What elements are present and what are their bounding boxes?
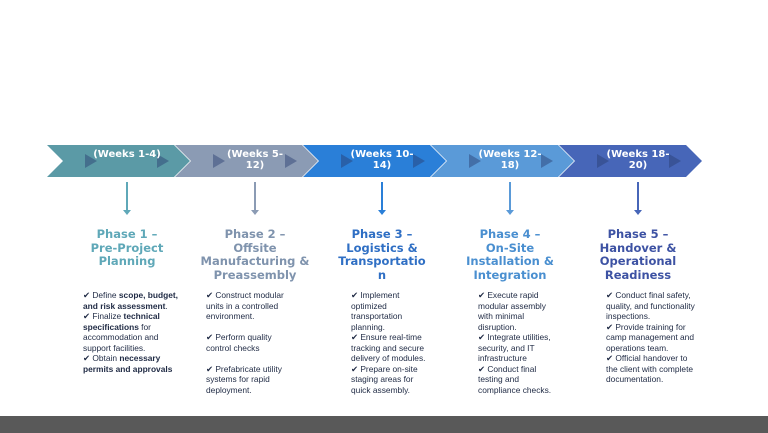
phase-2-tasks: ✔ Construct modular units in a controlle… [206,290,296,395]
phase-5-connector-arrow [634,182,642,215]
phase-1-inner-arrow-1 [85,154,97,168]
task-item: ✔ Conduct final safety, quality, and fun… [606,290,695,321]
task-item: ✔ Obtain necessary permits and approvals [83,353,173,374]
phase-1-chevron [47,145,190,177]
phase-3-weeks-label: (Weeks 10- 14) [350,149,414,171]
phase-2-title: Phase 2 – Offsite Manufacturing & Preass… [200,227,310,282]
phase-3-inner-arrow-2 [413,154,425,168]
task-item: ✔ Execute rapid modular assembly with mi… [478,290,546,332]
phase-3-chevron [303,145,446,177]
phase-2-weeks-label: (Weeks 5- 12) [226,149,283,171]
footer-bar [0,416,768,433]
phase-1-weeks-label: (Weeks 1-4) [93,149,161,160]
task-item: ✔ Finalize technical specifications for … [83,311,160,353]
phase-3-title: Phase 3 – Logistics & Transportatio n [338,227,426,282]
phase-1-connector-arrow [123,182,131,215]
phase-1-tasks: ✔ Define scope, budget, and risk assessm… [83,290,183,374]
phase-5-weeks-label: (Weeks 18- 20) [606,149,670,171]
task-item: ✔ Prepare on-site staging areas for quic… [351,363,418,395]
task-item: ✔ Construct modular units in a controlle… [206,290,284,321]
task-item: ✔ Ensure real-time tracking and secure d… [351,332,426,363]
task-item: ✔ Conduct final testing and compliance c… [478,363,552,395]
task-item: ✔ Prefabricate utility systems for rapid… [206,363,282,395]
phase-5-chevron [559,145,702,177]
phase-4-weeks-label: (Weeks 12- 18) [478,149,542,171]
phase-1-title: Phase 1 – Pre-Project Planning [90,227,164,268]
task-item: ✔ Perform quality control checks [206,332,272,353]
phase-4-inner-arrow-2 [541,154,553,168]
phase-3-tasks: ✔ Implement optimized transportation pla… [351,290,435,395]
task-item: ✔ Official handover to the client with c… [606,353,694,384]
phase-3-inner-arrow-1 [341,154,353,168]
phase-4-title: Phase 4 – On-Site Installation & Integra… [466,227,554,282]
phase-4-tasks: ✔ Execute rapid modular assembly with mi… [478,290,562,395]
phase-1-inner-arrow-2 [157,154,169,168]
task-item: ✔ Provide training for camp management a… [606,321,694,353]
phase-4-connector-arrow [506,182,514,215]
phase-2-inner-arrow-1 [213,154,225,168]
phase-2-connector-arrow [251,182,259,215]
phase-2-inner-arrow-2 [285,154,297,168]
task-item: ✔ Define scope, budget, and risk assessm… [83,290,178,311]
phase-5-inner-arrow-1 [597,154,609,168]
phase-5-tasks: ✔ Conduct final safety, quality, and fun… [606,290,696,385]
phase-5-title: Phase 5 – Handover & Operational Readine… [599,227,677,282]
task-item: ✔ Integrate utilities, security, and IT … [478,332,551,363]
task-item: ✔ Implement optimized transportation pla… [351,290,403,332]
phase-5-inner-arrow-2 [669,154,681,168]
phase-4-inner-arrow-1 [469,154,481,168]
phase-3-connector-arrow [378,182,386,215]
phase-2-chevron [175,145,318,177]
phase-4-chevron [431,145,574,177]
